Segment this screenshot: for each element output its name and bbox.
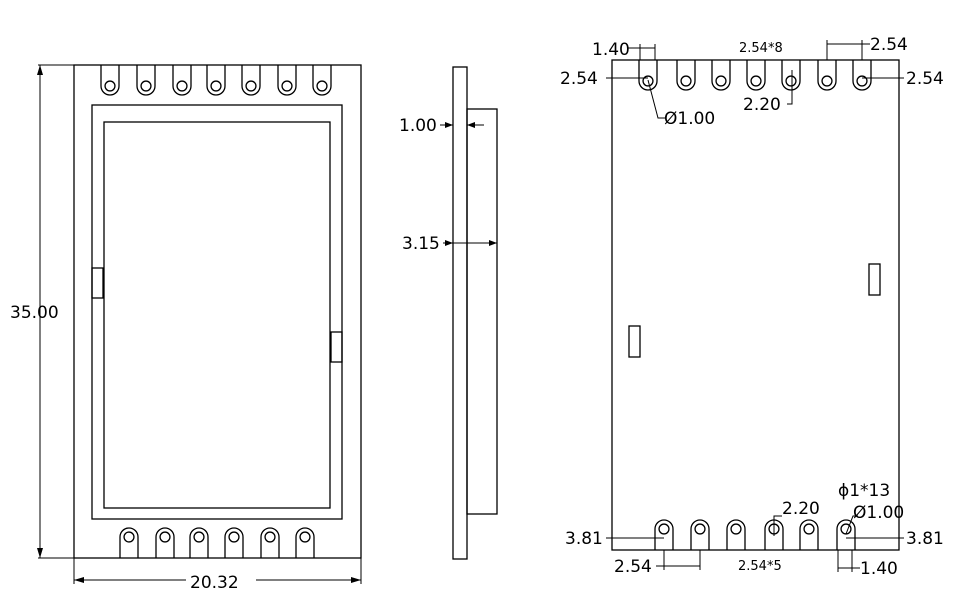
front-bottom-pads — [119, 527, 315, 558]
bottom-view: 1.40 2.54*8 2.54 2.54 2.54 Ø1.00 2.20 2.… — [560, 35, 944, 579]
pad-hole — [694, 523, 706, 535]
pad-hole — [715, 75, 727, 87]
thickness-dimension-label: 1.00 — [399, 116, 437, 136]
shield-outer-frame — [91, 104, 343, 520]
pad-hole — [680, 75, 692, 87]
pad-hole — [210, 80, 222, 92]
castellated-pad — [260, 527, 280, 558]
pad-hole — [821, 75, 833, 87]
left-edge-label: 2.54 — [560, 69, 598, 89]
castellated-pad — [224, 527, 244, 558]
top-pitch-label: 2.54*8 — [739, 41, 783, 56]
pad-hole — [104, 80, 116, 92]
right-edge-label: 2.54 — [906, 69, 944, 89]
castellated-pad — [817, 60, 837, 91]
pad-hole — [658, 523, 670, 535]
castellated-pad — [119, 527, 139, 558]
castellated-pad — [836, 519, 856, 550]
bottom-offset-label: 1.40 — [860, 559, 898, 579]
pad-hole — [642, 75, 654, 87]
board-outline — [611, 59, 900, 551]
pad-hole — [785, 75, 797, 87]
total-height-dimension-label: 3.15 — [402, 234, 440, 254]
pad-hole — [193, 531, 205, 543]
side-view: 1.00 3.15 — [399, 66, 498, 560]
castellated-pad — [206, 65, 226, 96]
bottom-bottom-pads — [654, 519, 856, 550]
hole-diameter-bottom-label: Ø1.00 — [853, 503, 904, 523]
pad-hole — [264, 531, 276, 543]
castellated-pad — [638, 60, 658, 91]
bottom-pitch-label: 2.54*5 — [738, 559, 782, 574]
castellated-pad — [277, 65, 297, 96]
castellated-pad — [241, 65, 261, 96]
pad-hole — [245, 80, 257, 92]
pad-hole — [140, 80, 152, 92]
pad-length-bottom-label: 2.20 — [782, 499, 820, 519]
width-dimension-label: 20.32 — [190, 573, 239, 593]
top-offset-label: 1.40 — [592, 40, 630, 60]
front-top-pads — [100, 65, 332, 96]
pad-hole — [299, 531, 311, 543]
castellated-pad — [654, 519, 674, 550]
bottom-top-pads — [638, 60, 872, 91]
hole-spec-label: ϕ1*13 — [838, 481, 890, 501]
hole-diameter-top-label: Ø1.00 — [664, 109, 715, 129]
shield-side — [466, 108, 498, 515]
castellated-pad — [746, 60, 766, 91]
castellated-pad — [799, 519, 819, 550]
castellated-pad — [781, 60, 801, 91]
castellated-pad — [155, 527, 175, 558]
pad-hole — [856, 75, 868, 87]
front-view: 35.00 20.32 — [10, 64, 362, 593]
castellated-pad — [690, 519, 710, 550]
castellated-pad — [189, 527, 209, 558]
pad-length-top-label: 2.20 — [743, 95, 781, 115]
pad-hole — [159, 531, 171, 543]
shield-tab-right — [330, 331, 343, 363]
castellated-pad — [852, 60, 872, 91]
pad-hole — [316, 80, 328, 92]
pad-hole — [123, 531, 135, 543]
module-outline — [73, 64, 362, 559]
height-dimension-label: 35.00 — [10, 303, 59, 323]
shield-tab-left — [91, 267, 104, 299]
castellated-pad — [711, 60, 731, 91]
castellated-pad — [136, 65, 156, 96]
shield-inner-frame — [103, 121, 331, 509]
pad-hole — [730, 523, 742, 535]
castellated-pad — [172, 65, 192, 96]
pcb-edge — [452, 66, 468, 560]
castellated-pad — [100, 65, 120, 96]
bottom-left-edge-label: 3.81 — [565, 529, 603, 549]
bottom-spacing-label: 2.54 — [614, 557, 652, 577]
pad-hole — [281, 80, 293, 92]
bottom-right-edge-label: 3.81 — [906, 529, 944, 549]
pad-hole — [803, 523, 815, 535]
locator-slot-right — [868, 263, 881, 296]
pad-hole — [176, 80, 188, 92]
locator-slot-left — [628, 325, 641, 358]
castellated-pad — [726, 519, 746, 550]
castellated-pad — [312, 65, 332, 96]
pad-hole — [228, 531, 240, 543]
castellated-pad — [676, 60, 696, 91]
pad-hole — [750, 75, 762, 87]
top-spacing-label: 2.54 — [870, 35, 908, 55]
castellated-pad — [295, 527, 315, 558]
